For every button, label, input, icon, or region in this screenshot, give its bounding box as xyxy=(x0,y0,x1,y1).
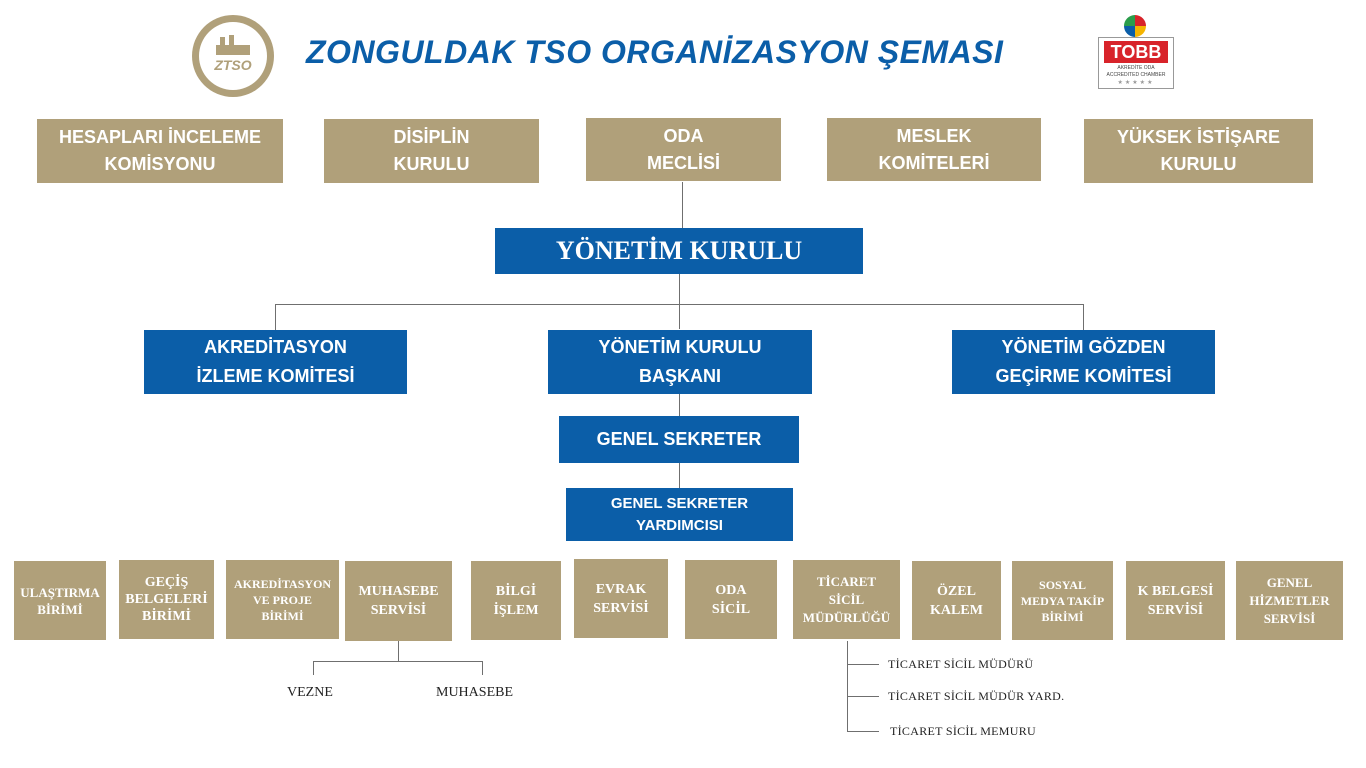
box-line: KURULU xyxy=(1160,154,1237,174)
unit-line: BİLGİ xyxy=(495,583,537,599)
box-line: İZLEME KOMİTESİ xyxy=(196,366,355,386)
unit-line: MEDYA TAKİP xyxy=(1020,593,1105,608)
genel-sekreter-yardimcisi-box: GENEL SEKRETER YARDIMCISI xyxy=(566,488,793,541)
yonetim-gozden-gecirme-komitesi-box: YÖNETİM GÖZDEN GEÇİRME KOMİTESİ xyxy=(952,330,1215,394)
unit-line: MÜDÜRLÜĞÜ xyxy=(802,609,891,625)
vezne-label: VEZNE xyxy=(287,685,333,700)
unit-line: GENEL xyxy=(1266,574,1313,590)
akreditasyon-izleme-komitesi-box: AKREDİTASYON İZLEME KOMİTESİ xyxy=(144,330,407,394)
tobb-logo-stars: ★★★★★ xyxy=(1117,80,1155,86)
muhasebe-label: MUHASEBE xyxy=(436,685,514,700)
unit-gecis-belgeleri-birimi: GEÇİŞ BELGELERİ BİRİMİ xyxy=(119,560,214,639)
meslek-komiteleri-box: MESLEK KOMİTELERİ xyxy=(827,118,1041,181)
yonetim-kurulu-box: YÖNETİM KURULU xyxy=(495,228,863,274)
unit-line: SOSYAL xyxy=(1039,577,1086,592)
box-line: YÖNETİM GÖZDEN xyxy=(1001,337,1166,357)
tobb-logo: TOBB AKREDİTE ODA ACCREDITED CHAMBER ★★★… xyxy=(1096,15,1176,91)
unit-muhasebe-servisi: MUHASEBE SERVİSİ xyxy=(345,561,452,641)
unit-line: KALEM xyxy=(930,602,983,618)
unit-bilgi-islem: BİLGİ İŞLEM xyxy=(471,561,561,640)
unit-line: BİRİMİ xyxy=(37,601,83,617)
unit-line: BİRİMİ xyxy=(1041,609,1084,624)
box-line: YÖNETİM KURULU xyxy=(598,337,762,357)
box-line: ODA xyxy=(663,125,704,146)
disiplin-kurulu-box: DİSİPLİN KURULU xyxy=(324,119,539,183)
tobb-logo-text: TOBB xyxy=(1104,41,1168,63)
unit-line: ÖZEL xyxy=(937,583,976,599)
box-line: MESLEK xyxy=(896,125,972,146)
unit-line: K BELGESİ xyxy=(1137,583,1214,599)
box-line: AKREDİTASYON xyxy=(204,337,347,357)
tobb-logo-line1: AKREDİTE ODA xyxy=(1117,65,1155,71)
unit-line: ODA xyxy=(715,582,747,598)
box-line: MECLİSİ xyxy=(646,152,720,173)
unit-line: SİCİL xyxy=(711,601,751,617)
box-line: BAŞKANI xyxy=(638,366,721,386)
hesaplari-inceleme-komisyonu-box: HESAPLARI İNCELEME KOMİSYONU xyxy=(37,119,283,183)
unit-line: SERVİSİ xyxy=(1263,610,1316,626)
unit-oda-sicil: ODA SİCİL xyxy=(685,560,777,639)
ticaret-sicil-memuru-label: TİCARET SİCİL MEMURU xyxy=(890,724,1037,738)
unit-line: GEÇİŞ xyxy=(144,575,189,590)
unit-line: EVRAK xyxy=(595,581,647,597)
box-line: YARDIMCISI xyxy=(636,516,723,534)
box-line: GEÇİRME KOMİTESİ xyxy=(995,366,1172,386)
yonetim-kurulu-baskani-box: YÖNETİM KURULU BAŞKANI xyxy=(548,330,812,394)
ticaret-sicil-muduru-label: TİCARET SİCİL MÜDÜRÜ xyxy=(888,657,1034,671)
unit-line: SERVİSİ xyxy=(370,603,427,618)
unit-k-belgesi-servisi: K BELGESİ SERVİSİ xyxy=(1126,561,1225,640)
box-line: KOMİTELERİ xyxy=(878,152,990,173)
unit-line: AKREDİTASYON xyxy=(233,576,332,591)
page-title: ZONGULDAK TSO ORGANİZASYON ŞEMASI xyxy=(306,34,1004,70)
unit-line: SİCİL xyxy=(828,591,865,607)
ztso-logo-text: ZTSO xyxy=(214,57,252,73)
unit-genel-hizmetler-servisi: GENEL HİZMETLER SERVİSİ xyxy=(1236,561,1343,640)
unit-evrak-servisi: EVRAK SERVİSİ xyxy=(574,559,668,638)
yuksek-istisare-kurulu-box: YÜKSEK İSTİŞARE KURULU xyxy=(1084,119,1313,183)
tobb-logo-line2: ACCREDITED CHAMBER xyxy=(1106,72,1166,78)
unit-line: MUHASEBE xyxy=(358,584,439,599)
ticaret-sicil-mudur-yard-label: TİCARET SİCİL MÜDÜR YARD. xyxy=(888,689,1065,703)
unit-ozel-kalem: ÖZEL KALEM xyxy=(912,561,1001,640)
ztso-logo: ZTSO 1919 xyxy=(192,15,274,97)
box-line: KOMİSYONU xyxy=(104,154,216,174)
ztso-logo-year: 1919 xyxy=(226,85,240,91)
oda-meclisi-box: ODA MECLİSİ xyxy=(586,118,781,181)
unit-line: BELGELERİ xyxy=(125,592,208,607)
box-line: YÜKSEK İSTİŞARE xyxy=(1116,127,1281,147)
unit-line: SERVİSİ xyxy=(593,600,649,616)
unit-line: BİRİMİ xyxy=(141,609,191,624)
box-line: DİSİPLİN xyxy=(393,127,470,147)
box-line: KURULU xyxy=(393,154,470,174)
unit-line: VE PROJE xyxy=(252,592,312,607)
unit-line: İŞLEM xyxy=(493,602,539,618)
box-line: HESAPLARI İNCELEME xyxy=(58,127,262,147)
unit-line: SERVİSİ xyxy=(1147,602,1204,618)
unit-line: TİCARET xyxy=(816,573,877,589)
unit-ticaret-sicil-mudurlugu: TİCARET SİCİL MÜDÜRLÜĞÜ xyxy=(793,560,900,639)
box-line: GENEL SEKRETER xyxy=(610,494,749,512)
genel-sekreter-box: GENEL SEKRETER xyxy=(559,416,799,463)
unit-line: BİRİMİ xyxy=(261,608,304,623)
unit-line: ULAŞTIRMA xyxy=(20,584,100,600)
unit-line: HİZMETLER xyxy=(1249,592,1330,608)
